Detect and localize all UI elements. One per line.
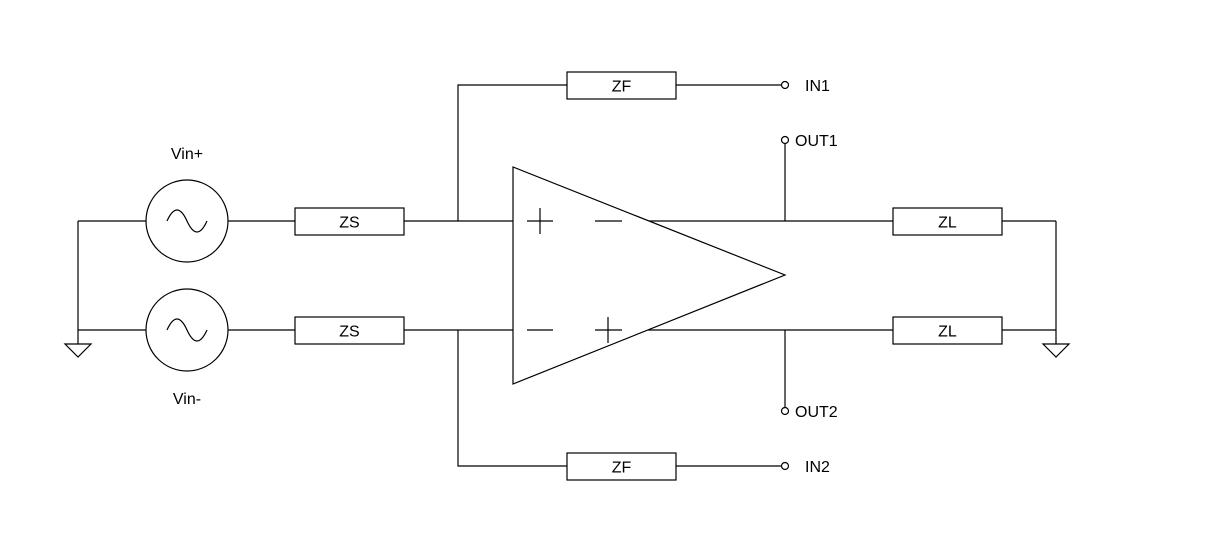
zs-top-label: ZS: [339, 215, 359, 232]
zf-bottom-box: [566, 452, 677, 481]
ground-left-icon: [63, 343, 93, 358]
zs-bottom-label: ZS: [339, 324, 359, 341]
source-vin-plus: [145, 179, 229, 263]
amp-input-plus-bottom: [595, 317, 622, 343]
wire-feedback-top: [457, 84, 567, 221]
terminal-in1: [780, 80, 790, 90]
zf-top-box: [566, 71, 677, 100]
terminal-out2: [780, 406, 790, 416]
label-vin-minus: Vin-: [173, 391, 201, 408]
amplifier-triangle: [512, 166, 787, 385]
label-in1: IN1: [805, 78, 830, 95]
label-out2: OUT2: [795, 404, 838, 421]
terminal-in2: [780, 461, 790, 471]
amp-input-plus-top: [527, 208, 553, 234]
label-vin-plus: Vin+: [171, 146, 203, 163]
source-vin-minus: [145, 288, 229, 372]
zf-bottom-label: ZF: [612, 460, 632, 477]
zs-bottom-box: [294, 316, 405, 345]
zf-top-label: ZF: [612, 79, 632, 96]
terminal-out1: [780, 135, 790, 145]
zl-bottom-label: ZL: [938, 324, 957, 341]
label-out1: OUT1: [795, 133, 838, 150]
zl-bottom-box: [892, 316, 1003, 345]
zl-top-label: ZL: [938, 215, 957, 232]
ground-right-icon: [1041, 343, 1071, 358]
zl-top-box: [892, 207, 1003, 236]
wire-feedback-bottom: [457, 330, 567, 467]
zs-top-box: [294, 207, 405, 236]
label-in2: IN2: [805, 459, 830, 476]
